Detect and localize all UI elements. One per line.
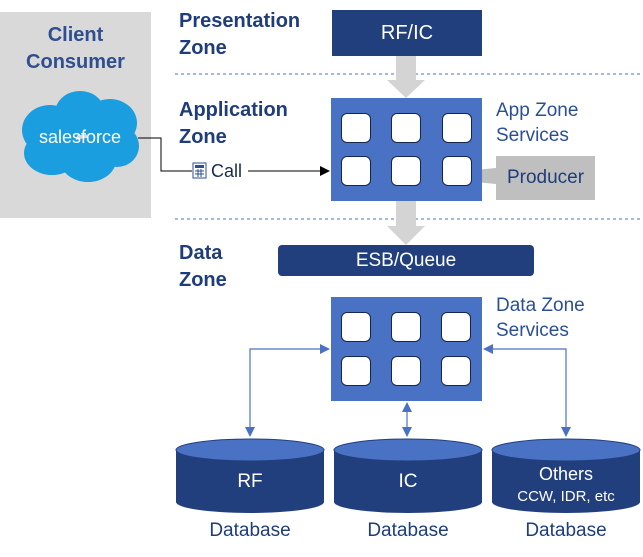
call-label: Call — [211, 161, 243, 181]
app-service-cell — [341, 156, 371, 186]
app-service-cell — [442, 156, 472, 186]
app-service-cell — [391, 113, 421, 143]
app-zone-services-label: App Zone Services — [496, 100, 579, 146]
app-service-cell — [442, 113, 472, 143]
data-service-cell — [341, 312, 371, 342]
data-zone-label: Data Zone — [179, 242, 227, 291]
presentation-to-app-arrow — [387, 56, 425, 98]
app-service-cell — [391, 156, 421, 186]
app-to-esb-arrow — [387, 201, 425, 245]
others-database-caption: Database — [525, 520, 607, 541]
rf-db-connector — [245, 344, 330, 437]
presentation-zone-label: Presentation Zone — [179, 10, 301, 59]
presentation-rf-ic-box: RF/IC — [332, 10, 482, 56]
ic-database-name: IC — [398, 471, 418, 492]
rf-database-caption: Database — [209, 520, 291, 541]
salesforce-logo-text: salesforce — [39, 127, 121, 147]
calculator-icon — [192, 162, 207, 179]
others-database-subtitle: CCW, IDR, etc — [517, 488, 615, 505]
others-db-connector — [483, 344, 571, 437]
data-zone-services-label: Data Zone Services — [496, 295, 585, 341]
rf-database-name: RF — [237, 471, 263, 492]
others-database-cylinder — [491, 438, 641, 513]
data-service-cell — [441, 356, 471, 386]
salesforce-logo: salesforce — [22, 91, 139, 182]
data-service-cell — [391, 312, 421, 342]
ic-database-cylinder — [333, 438, 483, 513]
ic-database-caption: Database — [367, 520, 449, 541]
data-service-cell — [441, 312, 471, 342]
data-service-cell — [341, 356, 371, 386]
data-service-cell — [391, 356, 421, 386]
call-connector — [138, 137, 192, 172]
esb-queue-bar: ESB/Queue — [278, 245, 534, 276]
data-zone-services-panel — [331, 297, 482, 401]
client-consumer-title: Client Consumer — [26, 24, 125, 73]
producer-callout: Producer — [496, 156, 595, 200]
rf-database-cylinder — [175, 438, 325, 513]
app-zone-services-panel — [331, 98, 482, 201]
others-database-name: Others — [538, 464, 594, 484]
app-service-cell — [341, 113, 371, 143]
application-zone-label: Application Zone — [179, 99, 288, 148]
